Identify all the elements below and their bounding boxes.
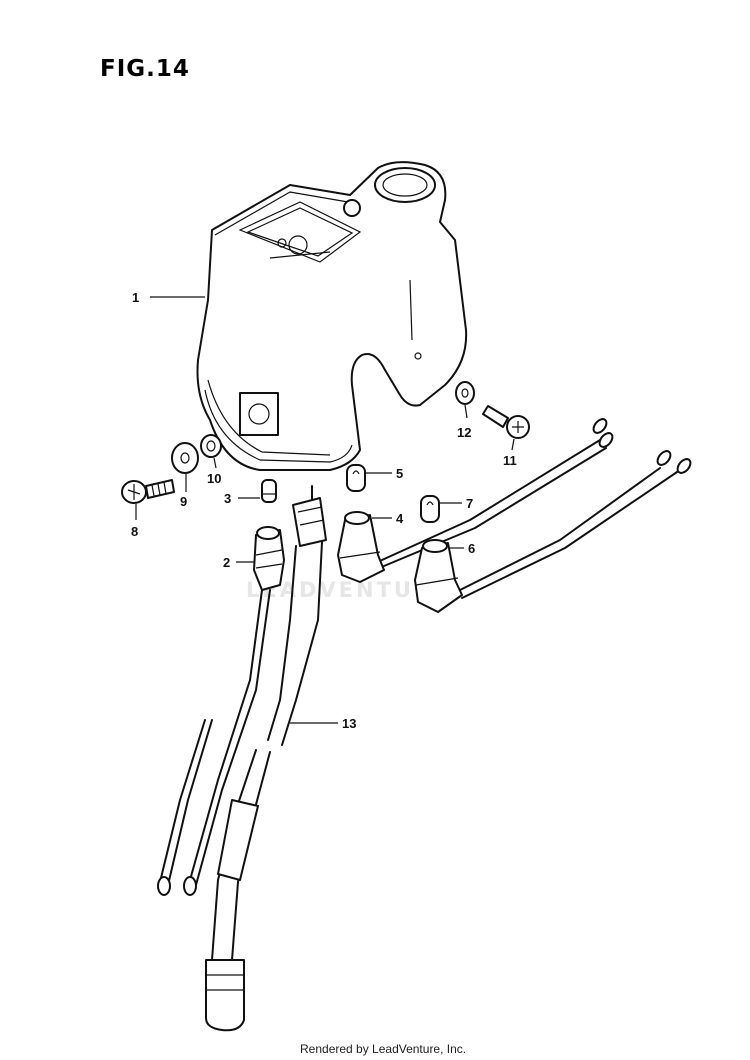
- callout-label-11: 11: [503, 453, 517, 468]
- footer-credit: Rendered by LeadVenture, Inc.: [300, 1042, 467, 1056]
- callout-10: 10: [207, 457, 221, 486]
- callout-label-1: 1: [132, 290, 139, 305]
- washer-12[interactable]: [455, 381, 475, 405]
- callout-label-8: 8: [131, 524, 138, 539]
- figure-title: FIG.14: [100, 56, 190, 82]
- callout-11: 11: [503, 438, 517, 468]
- callout-5: 5: [366, 466, 403, 481]
- washer-9[interactable]: [171, 442, 199, 474]
- callout-12: 12: [457, 404, 471, 440]
- callout-label-7: 7: [466, 496, 473, 511]
- washer-10[interactable]: [200, 434, 222, 458]
- callout-label-9: 9: [180, 494, 187, 509]
- callout-8: 8: [131, 504, 138, 539]
- callout-label-6: 6: [468, 541, 475, 556]
- callout-label-13: 13: [342, 716, 356, 731]
- screw-11[interactable]: [482, 405, 530, 439]
- callout-13: 13: [290, 716, 356, 731]
- callout-label-10: 10: [207, 471, 221, 486]
- callout-label-4: 4: [396, 511, 404, 526]
- wire-connectors: [592, 418, 692, 474]
- callout-4: 4: [372, 511, 404, 526]
- callout-9: 9: [180, 474, 187, 509]
- callout-1: 1: [132, 290, 205, 305]
- callout-label-3: 3: [224, 491, 231, 506]
- screw-8[interactable]: [121, 479, 175, 504]
- callout-7: 7: [440, 496, 473, 511]
- bulb-5[interactable]: [346, 464, 366, 492]
- callout-label-5: 5: [396, 466, 403, 481]
- speedometer-housing[interactable]: [196, 161, 468, 471]
- socket-6[interactable]: [414, 467, 681, 613]
- callout-3: 3: [224, 491, 260, 506]
- socket-4[interactable]: [337, 439, 607, 583]
- callout-2: 2: [223, 555, 254, 570]
- socket-2[interactable]: [157, 526, 285, 896]
- callout-label-2: 2: [223, 555, 230, 570]
- speedometer-cable-13[interactable]: [205, 485, 327, 1032]
- bulb-7[interactable]: [420, 495, 440, 523]
- callout-label-12: 12: [457, 425, 471, 440]
- bulb-3[interactable]: [261, 479, 277, 503]
- callout-6: 6: [448, 541, 475, 556]
